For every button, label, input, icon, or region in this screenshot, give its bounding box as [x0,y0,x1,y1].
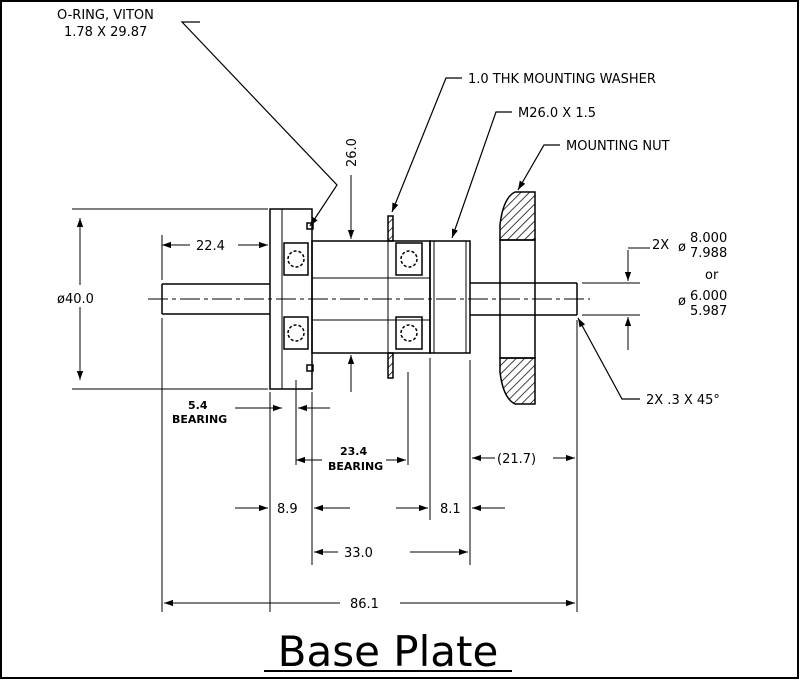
dim-23-4: 23.4 [340,445,367,458]
dim-86-1: 86.1 [350,597,379,612]
oring-callout-line2: 1.78 X 29.87 [64,25,147,40]
dim-21-7: (21.7) [497,452,536,467]
tolerance-dia-symbol-lower: ø [678,294,686,309]
dim-8-9: 8.9 [277,502,298,517]
tolerance-dia-symbol-upper: ø [678,240,686,255]
nut-callout: MOUNTING NUT [566,139,670,154]
dim-5-4-bearing: BEARING [172,413,227,426]
chamfer-callout: 2X .3 X 45° [646,393,720,408]
washer-callout: 1.0 THK MOUNTING WASHER [468,72,656,87]
leader-lines [180,21,640,400]
dim-33-0: 33.0 [344,546,373,561]
part-geometry [148,191,590,405]
tolerance-upper-max: 8.000 [690,231,727,246]
dim-5-4: 5.4 [188,399,208,412]
dim-23-4-bearing: BEARING [328,460,383,473]
dimension-lines [72,175,650,612]
dim-dia-40: ø40.0 [57,292,94,307]
tolerance-prefix: 2X [652,238,669,253]
dim-8-1: 8.1 [440,502,461,517]
thread-callout: M26.0 X 1.5 [518,106,596,121]
oring-callout-line1: O-RING, VITON [57,8,154,23]
tolerance-lower-max: 6.000 [690,289,727,304]
tolerance-upper-min: 7.988 [690,246,727,261]
dim-26-0: 26.0 [345,138,360,167]
tolerance-or: or [705,268,719,283]
dim-22-4: 22.4 [196,239,225,254]
tolerance-lower-min: 5.987 [690,304,727,319]
drawing-title: Base Plate [278,627,499,676]
